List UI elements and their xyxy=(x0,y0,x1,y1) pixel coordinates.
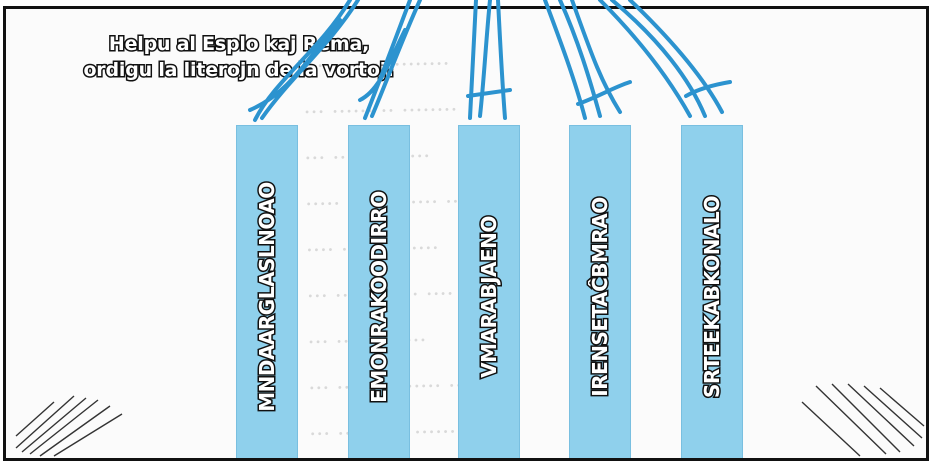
word-strip-2[interactable]: EMONRAKOODIRRO xyxy=(348,125,410,458)
word-strip-5[interactable]: SRTEEKABKONALO xyxy=(681,125,743,458)
scrambled-word: MNDAARGLASLNOAO xyxy=(254,181,281,414)
word-strip-4[interactable]: IRENSETAĈBMRAO xyxy=(569,125,631,458)
word-strip-3[interactable]: VMARABJAENO xyxy=(458,125,520,458)
scrambled-word: EMONRAKOODIRRO xyxy=(366,190,393,405)
scrambled-word: SRTEEKABKONALO xyxy=(699,195,726,400)
word-strip-1[interactable]: MNDAARGLASLNOAO xyxy=(236,125,298,458)
title-line-2: ordigu la literojn de la vortoj! xyxy=(82,58,396,83)
puzzle-panel: ··· ····· ·· ········ ··· ······ ·· ····… xyxy=(3,6,929,461)
scrambled-word: VMARABJAENO xyxy=(476,215,503,380)
scrambled-word: IRENSETAĈBMRAO xyxy=(587,196,614,399)
title-line-1: Helpu al Esplo kaj Rema, xyxy=(107,32,370,57)
instruction-title: Helpu al Esplo kaj Rema, ordigu la liter… xyxy=(44,31,434,83)
